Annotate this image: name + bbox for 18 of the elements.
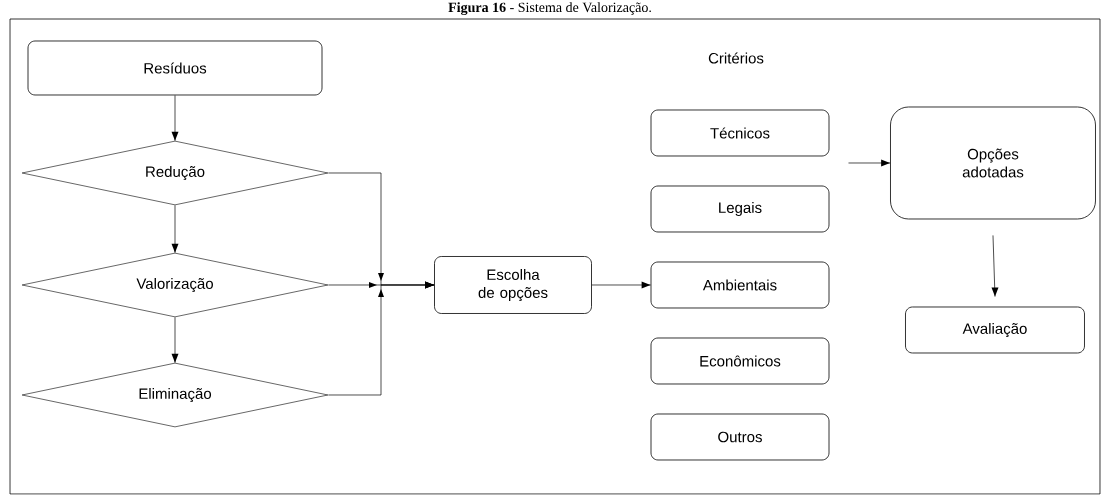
process-box: Opções adotadas: [890, 106, 1096, 220]
process-box: Técnicos: [650, 109, 830, 157]
process-box: Escolha de opções: [434, 256, 592, 314]
process-box: Avaliação: [905, 306, 1085, 354]
arrow: [171, 204, 179, 254]
process-box: Resíduos: [27, 40, 323, 96]
process-box: Econômicos: [650, 337, 830, 385]
arrow: [848, 159, 891, 167]
arrow: [991, 235, 999, 297]
arrow: [171, 316, 179, 364]
process-box: Legais: [650, 185, 830, 233]
arrow: [171, 95, 179, 142]
arrow: [591, 281, 651, 289]
figure-title: Figura 16 - Sistema de Valorização.: [448, 2, 651, 15]
arrow: [327, 281, 435, 396]
column-heading: Critérios: [708, 52, 764, 64]
process-box: Ambientais: [650, 261, 830, 309]
process-box: Outros: [650, 413, 830, 461]
